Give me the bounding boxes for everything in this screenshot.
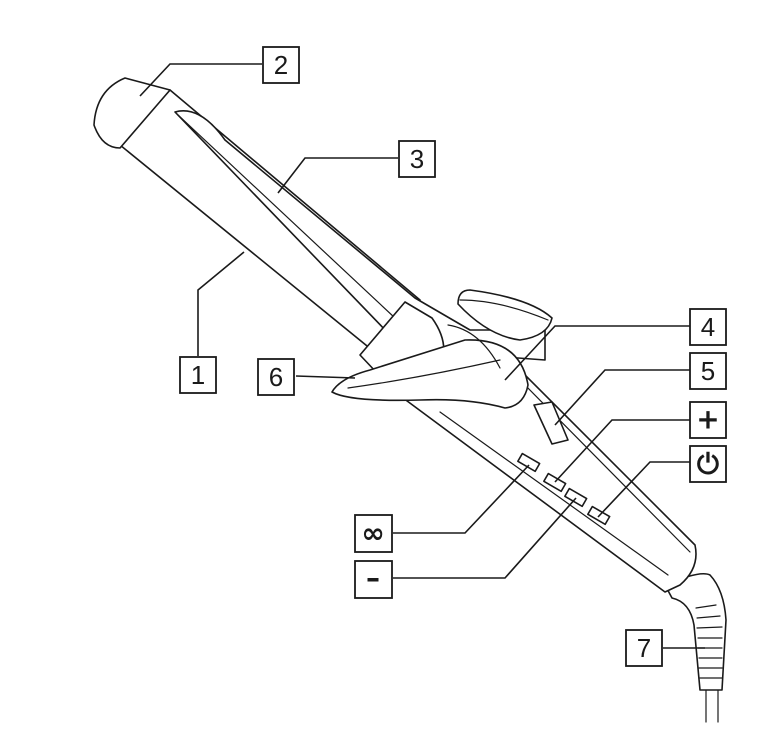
callout-7-label: 7	[637, 633, 651, 663]
callout-5: 5	[689, 352, 727, 390]
callout-4-label: 4	[701, 312, 715, 342]
callout-6: 6	[257, 358, 295, 396]
cool-tip-stand	[331, 324, 529, 409]
callout-minus: –	[354, 560, 393, 599]
callout-3-label: 3	[410, 144, 424, 174]
button-infinity[interactable]	[517, 452, 541, 473]
cord-strain-relief	[664, 572, 727, 691]
callout-2: 2	[262, 46, 300, 84]
button-plus[interactable]	[543, 472, 567, 493]
callout-infinity: ∞	[354, 514, 393, 553]
callout-7: 7	[625, 629, 663, 667]
plus-icon: +	[696, 403, 719, 436]
barrel-tip	[93, 77, 171, 149]
clamp-lever	[457, 289, 553, 341]
callout-1: 1	[179, 356, 217, 394]
callout-plus: +	[689, 401, 727, 439]
minus-icon: –	[366, 562, 380, 595]
callout-5-label: 5	[701, 356, 715, 386]
callout-power: ⏻	[689, 445, 727, 483]
display-window	[533, 401, 569, 445]
callout-4: 4	[689, 308, 727, 346]
callout-2-label: 2	[274, 50, 288, 80]
callout-1-label: 1	[191, 360, 205, 390]
power-cord	[705, 689, 719, 723]
power-icon: ⏻	[697, 448, 719, 481]
infinity-icon: ∞	[361, 517, 384, 550]
callout-6-label: 6	[269, 362, 283, 392]
leader-lines	[139, 63, 705, 649]
callout-3: 3	[398, 140, 436, 178]
